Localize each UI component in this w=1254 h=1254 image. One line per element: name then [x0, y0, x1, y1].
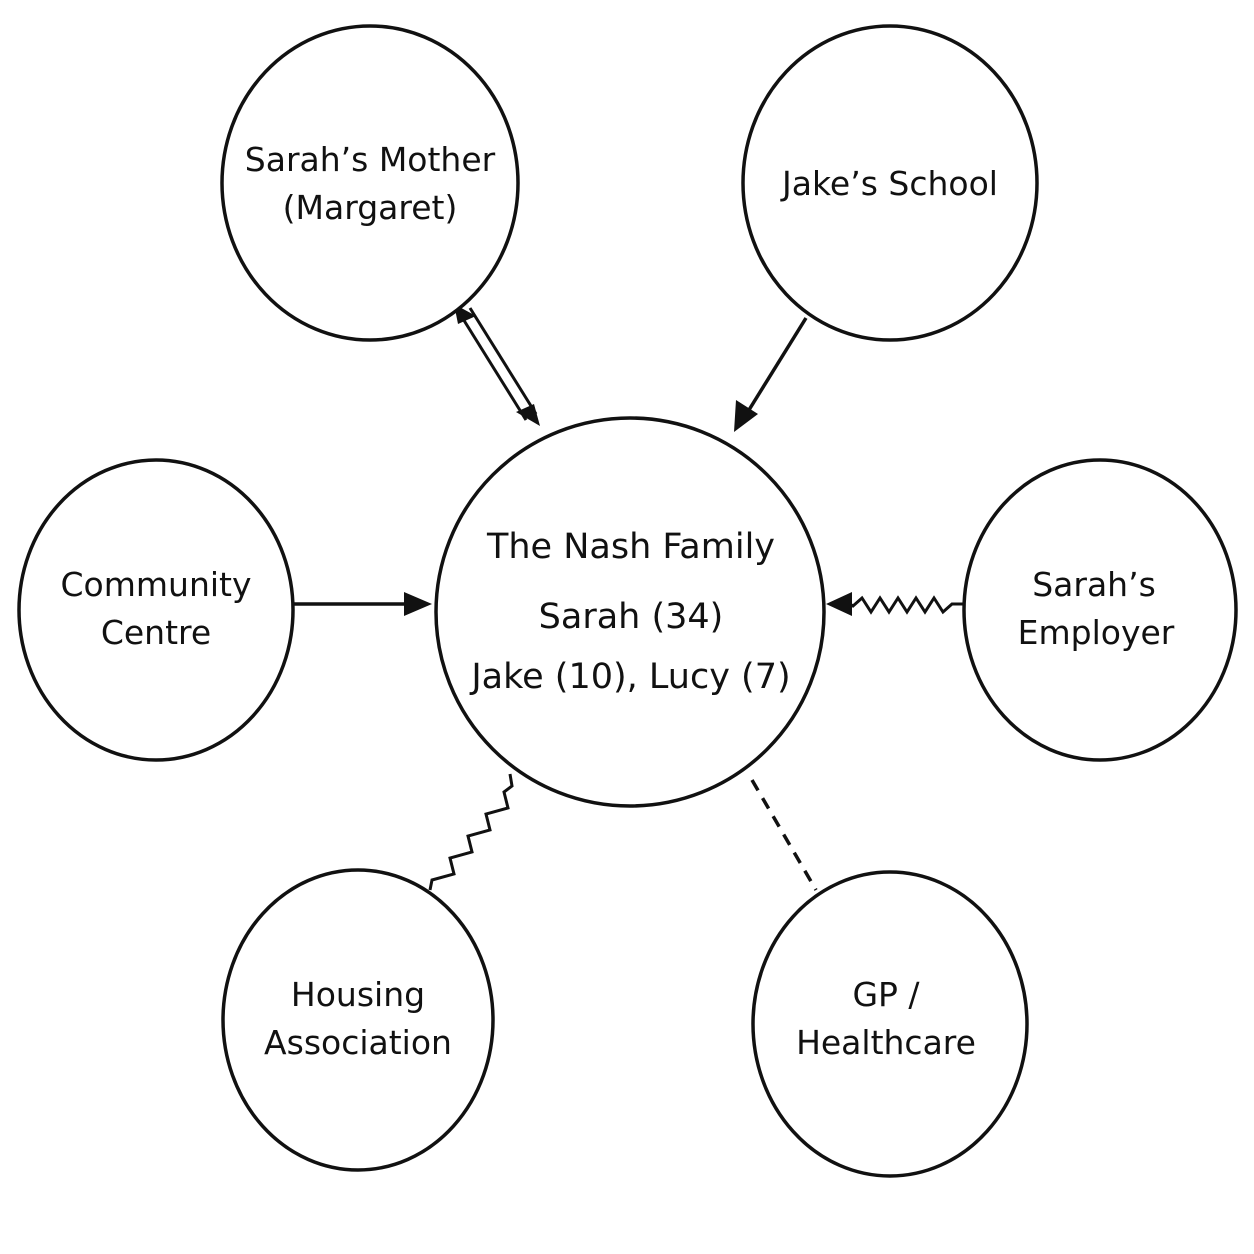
node-jakes-school: Jake’s School — [741, 24, 1039, 342]
node-community-centre: Community Centre — [17, 458, 295, 762]
center-parent: Sarah (34) — [539, 597, 724, 637]
node-gp-healthcare: GP / Healthcare — [751, 870, 1029, 1178]
center-children: Jake (10), Lucy (7) — [469, 657, 790, 697]
connection-gp-center — [750, 779, 818, 891]
node-employer-line1: Sarah’s — [1032, 565, 1156, 604]
arrowhead-employer-to-center — [826, 592, 852, 616]
node-gp-line1: GP / — [852, 975, 920, 1014]
connection-housing-center — [428, 773, 514, 891]
node-housing-line1: Housing — [291, 975, 425, 1014]
node-housing-line2: Association — [264, 1023, 452, 1062]
node-housing-association: Housing Association — [221, 868, 495, 1172]
node-community-line2: Centre — [101, 613, 211, 652]
node-sarahs-employer: Sarah’s Employer — [962, 458, 1238, 762]
node-mother-line2: (Margaret) — [283, 188, 458, 227]
arrowhead-community-to-center — [404, 592, 432, 616]
center-title: The Nash Family — [486, 527, 775, 567]
connection-mother-center — [454, 304, 540, 426]
connection-school-center — [734, 317, 808, 432]
node-gp-line2: Healthcare — [796, 1023, 976, 1062]
connection-community-center — [294, 592, 432, 616]
node-sarahs-mother: Sarah’s Mother (Margaret) — [220, 24, 520, 342]
node-employer-line2: Employer — [1018, 613, 1175, 652]
arrowhead-center-end — [516, 404, 540, 426]
arrowhead-school-to-center — [734, 400, 758, 432]
node-community-line1: Community — [61, 565, 252, 604]
connection-employer-center — [826, 592, 964, 616]
node-school-line1: Jake’s School — [780, 164, 998, 203]
node-mother-line1: Sarah’s Mother — [245, 140, 496, 179]
node-center-family: The Nash Family Sarah (34) Jake (10), Lu… — [434, 416, 826, 808]
